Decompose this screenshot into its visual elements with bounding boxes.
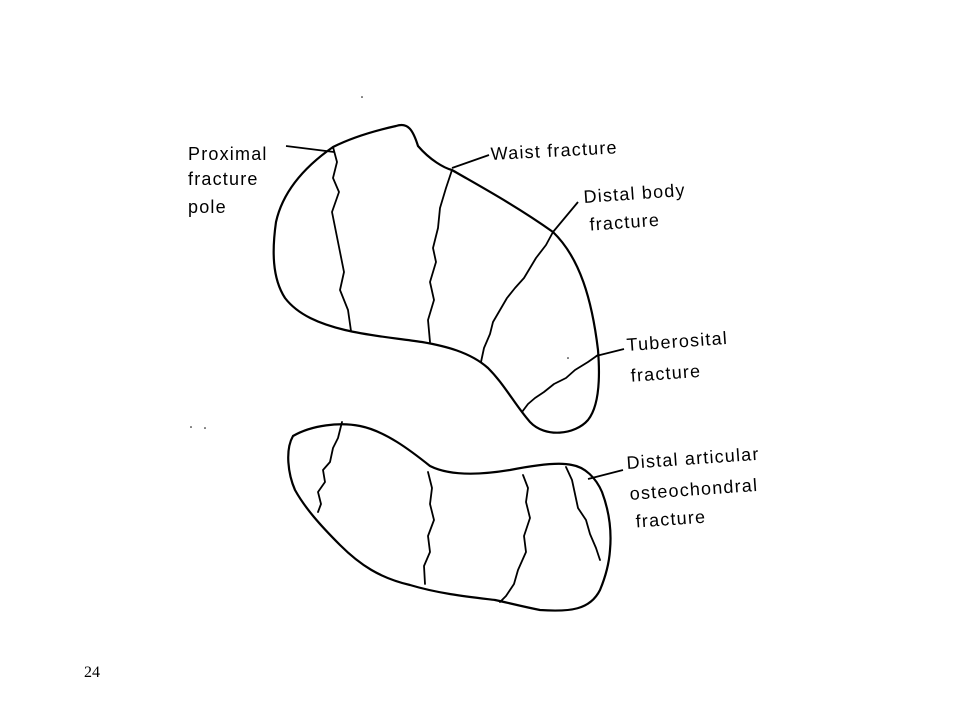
lower-fracture-line-2 [423,471,435,585]
label-distal-body: Distal body fracture [583,179,695,234]
leader-proximal-pole [285,145,335,153]
lower-fracture-line-4 [565,466,601,561]
lower-fracture-line-3 [499,474,531,603]
lower-bone-outline [287,423,612,612]
tuberosital-fracture-line [521,354,599,413]
leader-distal-body [552,201,579,233]
leader-waist [451,154,490,169]
scan-speck [204,427,206,429]
leader-distal-articular [587,469,624,480]
label-distal-articular: Distal articular osteochondral fracture [626,443,771,532]
lower-fracture-line-1 [317,421,343,513]
label-proximal-pole: Proximal fracture pole [188,144,274,217]
leader-tuberosital [595,348,625,357]
label-tuberosital: Tuberosital fracture [626,328,737,386]
slide-number: 24 [84,664,100,681]
proximal-pole-fracture-line [331,146,352,332]
waist-fracture-line [427,169,453,343]
distal-body-fracture-line [480,231,554,363]
scan-speck [190,426,192,428]
scan-speck [361,96,363,98]
upper-bone-outline [272,123,601,434]
label-waist-fracture: Waist fracture [490,137,618,164]
scan-speck [567,357,569,359]
